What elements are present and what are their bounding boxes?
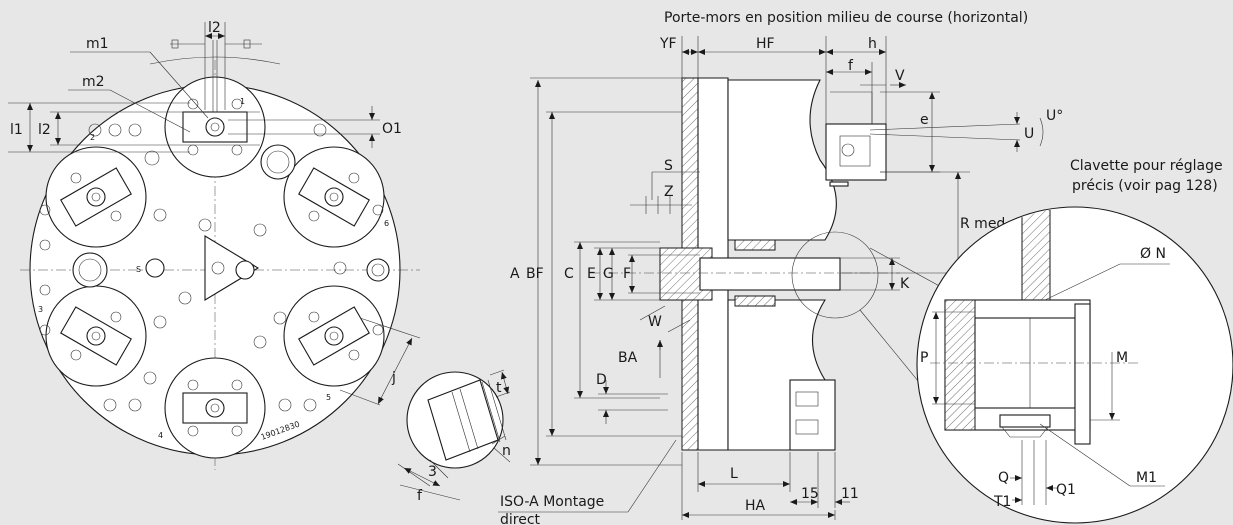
label-ba: BA <box>618 350 638 366</box>
label-f-detail: f <box>417 488 423 504</box>
label-f: f <box>848 58 854 74</box>
jaw-detail <box>397 369 511 501</box>
section-view <box>590 77 900 451</box>
label-c: C <box>564 266 574 282</box>
label-l2-side: l2 <box>38 122 51 138</box>
label-v: V <box>895 68 905 84</box>
label-o1: O1 <box>382 121 402 137</box>
label-l2-top: l2 <box>208 20 221 36</box>
label-bf: BF <box>526 266 544 282</box>
label-e: e <box>920 112 929 128</box>
center-triangle <box>204 235 260 301</box>
label-ha: HA <box>745 498 766 514</box>
label-d: D <box>596 372 607 388</box>
label-s: S <box>664 158 673 174</box>
label-q1: Q1 <box>1056 482 1076 498</box>
label-m1: M1 <box>1136 470 1157 486</box>
label-j: j <box>391 370 396 386</box>
label-l: L <box>730 466 738 482</box>
label-w: W <box>648 314 662 330</box>
label-u-deg: U° <box>1046 108 1063 124</box>
diagram-title: Porte-mors en position milieu de course … <box>664 10 1028 26</box>
label-o-n: Ø N <box>1140 246 1166 262</box>
detail-view <box>791 206 1233 524</box>
jaw-holder-bottom-right <box>283 285 385 387</box>
label-hf: HF <box>756 36 775 52</box>
label-t1: T1 <box>993 494 1011 510</box>
note-clavette-2: précis (voir pag 128) <box>1072 178 1218 194</box>
plate-number-6: 6 <box>384 219 389 228</box>
label-11: 11 <box>841 486 859 502</box>
plate-number-s: S <box>136 265 141 274</box>
label-l1: l1 <box>10 122 23 138</box>
iso-label-1: ISO-A Montage <box>500 494 604 510</box>
label-g: G <box>603 266 614 282</box>
label-u: U <box>1024 126 1034 142</box>
plate-number-5: 5 <box>326 393 331 402</box>
left-view-dimensions <box>8 22 421 406</box>
jaw-holder-top-right <box>283 146 385 248</box>
label-r-med: R med <box>960 216 1005 232</box>
label-m: M <box>1116 350 1128 366</box>
label-z: Z <box>664 184 674 200</box>
plate-top-view <box>20 56 420 470</box>
plate-number-4: 4 <box>158 431 163 440</box>
label-n: n <box>502 443 511 459</box>
plate-number-2: 2 <box>90 133 95 142</box>
label-p: P <box>920 350 928 366</box>
jaw-holder-bottom <box>164 357 266 459</box>
iso-label-2: direct <box>500 512 541 525</box>
label-yf: YF <box>659 36 677 52</box>
label-h: h <box>868 36 877 52</box>
plate-number-1: 1 <box>240 97 245 106</box>
section-dimensions <box>498 36 1044 520</box>
label-f-section: F <box>623 266 631 282</box>
note-clavette-1: Clavette pour réglage <box>1070 158 1223 174</box>
label-a: A <box>510 266 520 282</box>
plate-number-3: 3 <box>38 305 43 314</box>
label-m1: m1 <box>86 36 109 52</box>
label-t: t <box>496 380 502 396</box>
jaw-holder-top-left <box>45 146 147 248</box>
label-e-section: E <box>587 266 596 282</box>
label-k: K <box>900 276 910 292</box>
label-m2: m2 <box>82 74 105 90</box>
label-3: 3 <box>428 464 437 480</box>
jaw-holder-bottom-left <box>45 285 147 387</box>
label-15: 15 <box>801 486 819 502</box>
label-q: Q <box>998 470 1009 486</box>
